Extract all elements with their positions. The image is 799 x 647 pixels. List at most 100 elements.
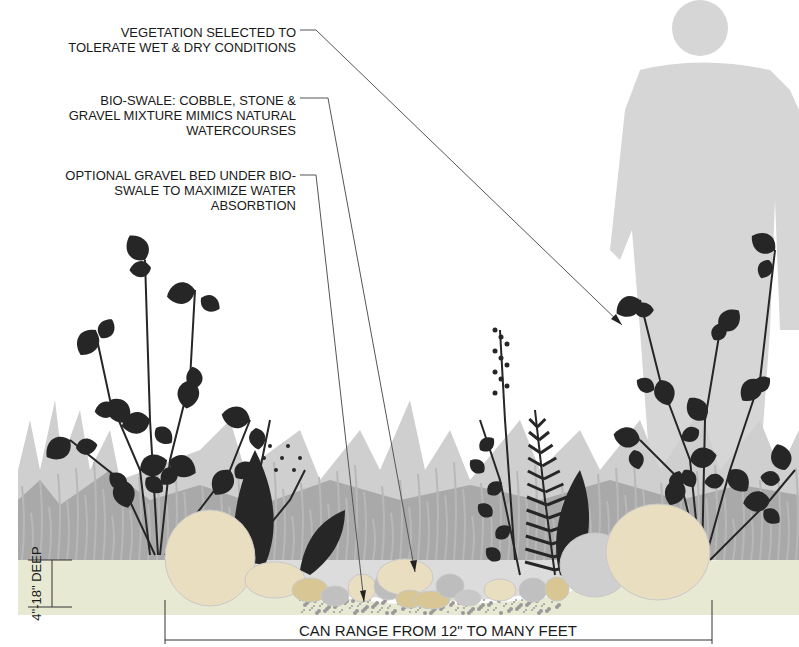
seed-head: [493, 391, 498, 396]
gravel-dot: [461, 611, 465, 615]
fern-frond: [541, 445, 553, 453]
bud: [286, 444, 290, 448]
callout-label: VEGETATION SELECTED TO TOLERATE WET & DR…: [60, 25, 296, 55]
fern-frond: [550, 523, 574, 531]
leaf: [75, 437, 99, 456]
grass-blade: [103, 489, 105, 560]
stem: [500, 330, 515, 560]
grass-blade: [139, 477, 141, 560]
gravel-dot: [503, 605, 505, 607]
leaf: [634, 303, 654, 318]
gravel-dot: [339, 611, 341, 613]
gravel-dot: [387, 607, 389, 609]
leaf: [492, 521, 514, 543]
person-silhouette: [610, 0, 799, 470]
leaf: [156, 463, 182, 490]
broad-leaf: [300, 510, 345, 575]
gravel-dot: [547, 607, 551, 611]
grass-blade: [733, 519, 735, 560]
fern-frond: [527, 497, 547, 505]
bud: [298, 456, 302, 460]
leaf: [165, 279, 198, 307]
callout-label: OPTIONAL GRAVEL BED UNDER BIO-SWALE TO M…: [30, 168, 296, 213]
leaf: [484, 477, 506, 499]
gravel-dot: [499, 611, 503, 615]
gravel-dot: [389, 605, 391, 607]
grass-blade: [67, 501, 69, 560]
fern-frond: [528, 471, 544, 479]
callout-label: BIO-SWALE: COBBLE, STONE & GRAVEL MIXTUR…: [60, 93, 296, 138]
gravel-dot: [379, 609, 381, 611]
gravel-dot: [371, 611, 373, 613]
grass-blade: [517, 471, 519, 560]
gravel-dot: [333, 611, 335, 613]
grass-blade: [130, 510, 132, 560]
leaf: [121, 230, 155, 266]
gravel-dot: [505, 603, 507, 605]
gravel-dot: [509, 607, 513, 611]
gravel-dot: [513, 601, 515, 603]
gravel-dot: [493, 609, 495, 611]
leaf: [40, 431, 76, 465]
gravel-dot: [351, 605, 353, 607]
gravel-dot: [317, 609, 321, 613]
leaf: [754, 257, 775, 281]
gravel-dot: [393, 609, 397, 613]
gravel-dot: [409, 611, 411, 613]
gravel-dot: [349, 607, 351, 609]
depth-dimension: 4"-18" DEEP: [29, 546, 44, 620]
gravel-dot: [341, 609, 343, 611]
grass-blade: [409, 507, 411, 560]
gravel-dot: [495, 607, 497, 609]
grass-blade: [724, 492, 726, 560]
gravel-dot: [481, 603, 485, 607]
seed-head: [493, 370, 498, 375]
gravel-dot: [309, 609, 311, 611]
bud: [262, 456, 266, 460]
gravel-dot: [511, 603, 513, 605]
grass-blade: [373, 519, 375, 560]
grass-blade: [463, 489, 465, 560]
gravel-dot: [359, 603, 361, 605]
leaf: [767, 441, 794, 473]
gravel-dot: [531, 609, 533, 611]
width-dimension: CAN RANGE FROM 12" TO MANY FEET: [295, 622, 581, 639]
seed-head: [499, 377, 504, 382]
grass-blade: [796, 468, 798, 560]
grass-blade: [58, 474, 60, 560]
leader-lines: [300, 30, 622, 602]
gravel-dot: [303, 609, 305, 611]
cobbles: [165, 504, 710, 609]
seed-head: [505, 384, 510, 389]
seed-head: [493, 328, 498, 333]
leaf: [220, 404, 252, 431]
fern-frond: [544, 471, 560, 479]
grass-blade: [445, 495, 447, 560]
gravel-dot: [533, 607, 535, 609]
seed-head: [505, 342, 510, 347]
gravel-dot: [313, 605, 315, 607]
bud: [274, 468, 278, 472]
grass-blade: [355, 465, 357, 560]
fern-frond: [549, 510, 571, 518]
gravel-dot: [365, 605, 369, 609]
leaf: [94, 315, 119, 342]
fern-frond: [529, 445, 541, 453]
grass-blade: [382, 486, 384, 560]
bud: [292, 468, 296, 472]
grass-blade: [472, 516, 474, 560]
bud: [280, 456, 284, 460]
grass-blade: [76, 468, 78, 560]
grass-blade: [553, 519, 555, 560]
grass-blade: [22, 486, 24, 560]
leaf: [150, 422, 177, 449]
leaf: [197, 291, 224, 316]
gravel-dot: [525, 609, 527, 611]
gravel-dot: [535, 605, 537, 607]
stem: [95, 330, 150, 555]
leaf: [482, 543, 504, 565]
gravel-dot: [557, 603, 561, 607]
leaf: [681, 392, 713, 426]
seed-head: [499, 335, 504, 340]
fern-frond: [525, 549, 553, 557]
